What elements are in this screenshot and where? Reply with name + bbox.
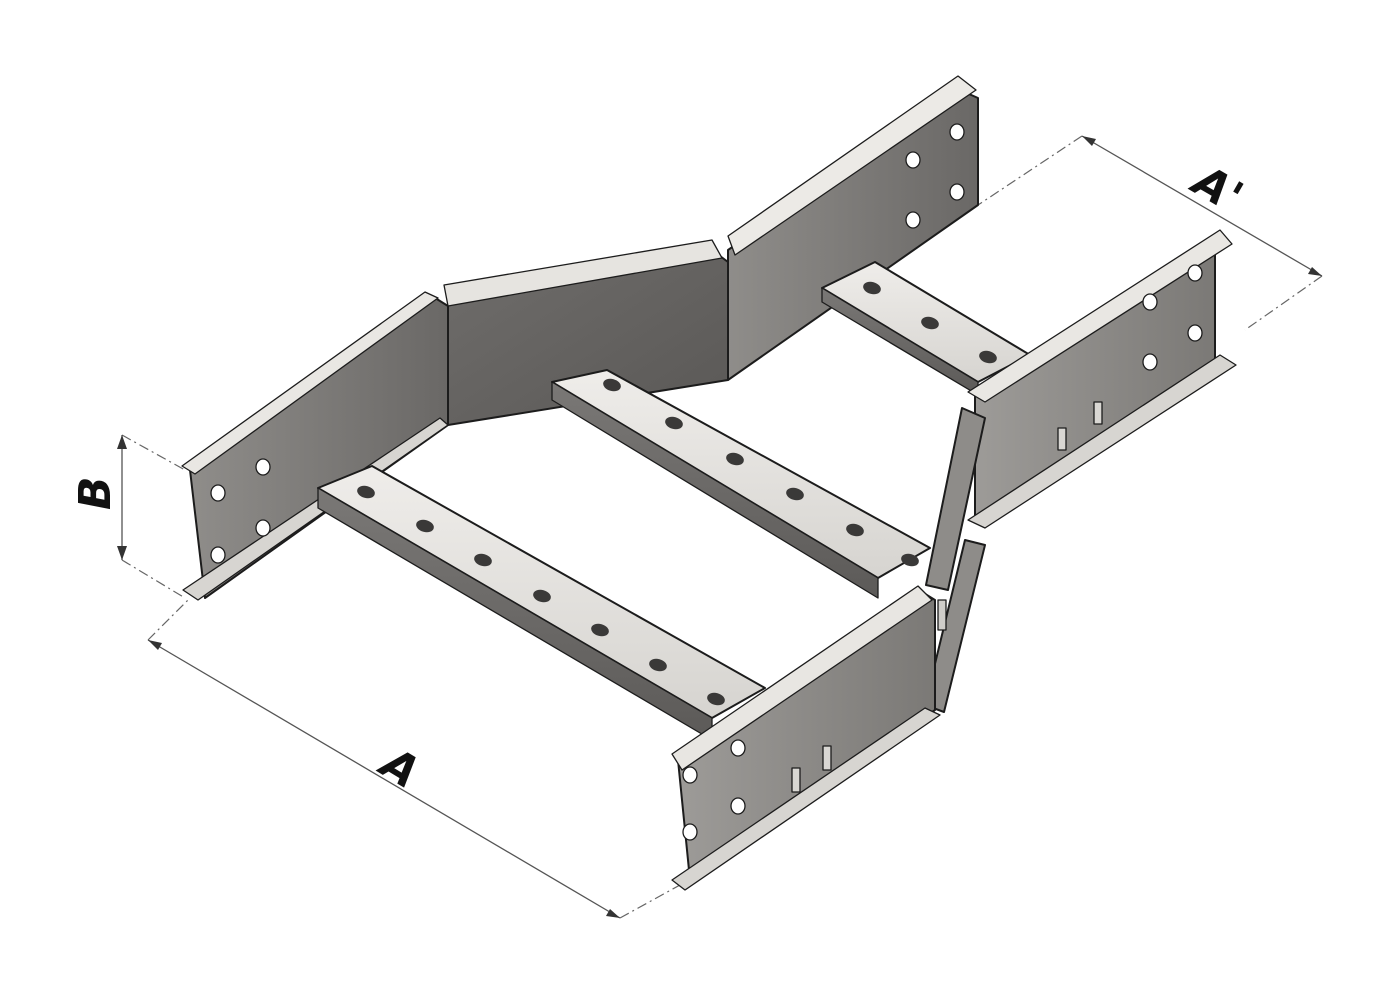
rung-middle bbox=[551, 369, 931, 599]
dimension-a-prime-label: A' bbox=[1182, 154, 1251, 223]
dimension-b: B bbox=[70, 434, 186, 599]
back-side-rail bbox=[181, 75, 979, 601]
dimension-a-label: A bbox=[370, 736, 428, 799]
dimension-b-label: B bbox=[70, 476, 121, 510]
rung-front bbox=[317, 465, 766, 741]
front-side-rail bbox=[671, 229, 1237, 891]
